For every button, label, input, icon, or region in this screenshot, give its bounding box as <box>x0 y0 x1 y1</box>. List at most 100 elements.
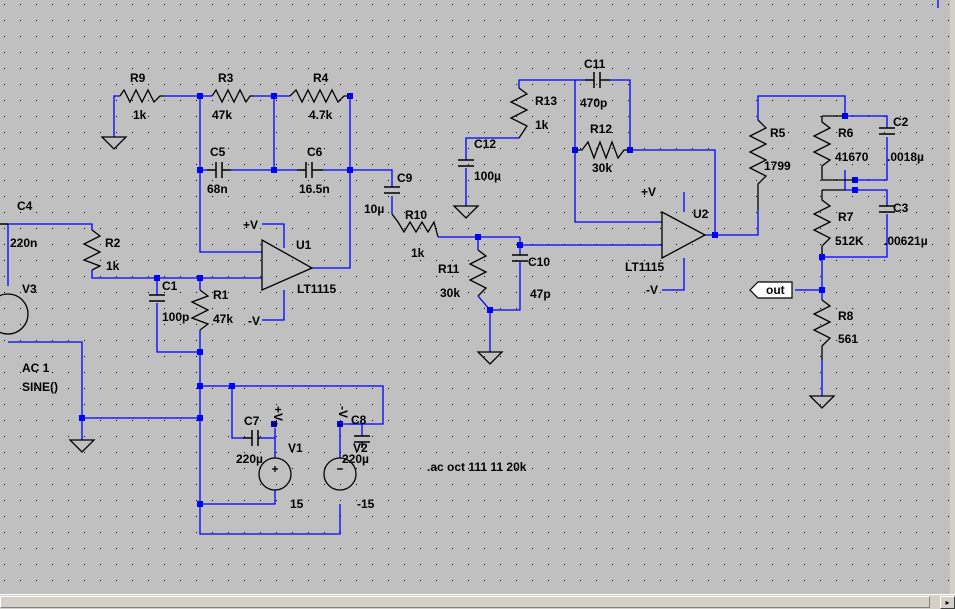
r10-name: R10 <box>405 208 427 222</box>
capacitor-c10[interactable] <box>512 254 528 262</box>
capacitor-c5[interactable] <box>207 162 231 178</box>
capacitor-c11[interactable] <box>585 72 610 88</box>
r9-value: 1k <box>133 108 147 122</box>
v1-pos-label: +V <box>271 406 285 421</box>
u1-name: U1 <box>296 238 312 252</box>
c5-value: 68n <box>207 182 228 196</box>
r7-name: R7 <box>838 210 854 224</box>
r13-name: R13 <box>535 94 557 108</box>
c11-value: 470p <box>580 96 607 110</box>
r7-value: 512K <box>835 234 864 248</box>
resistor-r9[interactable] <box>119 88 164 104</box>
resistor-r1[interactable] <box>190 289 210 331</box>
scrollbar-thumb[interactable] <box>0 596 930 608</box>
r11-value: 30k <box>440 286 460 300</box>
v3-name: V3 <box>22 282 37 296</box>
r10-value: 1k <box>411 246 425 260</box>
r6-value: 41670 <box>835 150 869 164</box>
c4-value: 220n <box>10 236 37 250</box>
resistor-r11[interactable] <box>468 249 488 297</box>
u1-neg-supply: -V <box>248 314 260 328</box>
c7-value: 220µ <box>236 452 263 466</box>
resistor-r7[interactable] <box>812 190 832 255</box>
c6-name: C6 <box>307 145 323 159</box>
r4-value: 4.7k <box>309 108 333 122</box>
c5-name: C5 <box>210 145 226 159</box>
ground-symbol <box>476 351 504 365</box>
r13-value: 1k <box>535 118 549 132</box>
r5-value: 1799 <box>764 159 791 173</box>
out-netlabel[interactable] <box>749 281 793 299</box>
capacitor-c8[interactable] <box>354 435 370 448</box>
capacitor-c6[interactable] <box>297 162 323 178</box>
capacitor-c1[interactable] <box>149 294 165 302</box>
voltage-source-v1[interactable] <box>258 457 292 491</box>
c12-name: C12 <box>474 137 496 151</box>
voltage-source-v3[interactable] <box>0 293 29 335</box>
resistor-r5[interactable] <box>748 119 768 210</box>
v1-plus: + <box>271 417 278 431</box>
u2-name: U2 <box>693 207 709 221</box>
ground-symbol <box>100 136 128 150</box>
resistor-r8[interactable] <box>812 299 832 360</box>
spice-directive[interactable]: .ac oct 111 11 20k <box>427 460 527 474</box>
u2-value: LT1115 <box>625 260 664 274</box>
capacitor-c9[interactable] <box>384 186 400 194</box>
c1-name: C1 <box>162 279 178 293</box>
c11-name: C11 <box>584 57 606 71</box>
resistor-r4[interactable] <box>289 88 350 104</box>
v1-name: V1 <box>288 441 303 455</box>
r4-name: R4 <box>313 71 329 85</box>
r8-name: R8 <box>838 309 854 323</box>
v2-neg-label: -V <box>336 406 350 418</box>
r3-value: 47k <box>212 108 232 122</box>
r5-name: R5 <box>770 126 786 140</box>
c10-value: 47p <box>530 287 551 301</box>
v1-value: 15 <box>290 497 304 511</box>
c8-name: C8 <box>351 413 367 427</box>
r2-name: R2 <box>105 236 121 250</box>
resistor-r12[interactable] <box>575 140 630 160</box>
v3-value1: AC 1 <box>22 361 50 375</box>
ground-symbol <box>68 439 96 453</box>
resistor-r6[interactable] <box>812 116 855 181</box>
r6-name: R6 <box>838 126 854 140</box>
resistor-r3[interactable] <box>211 88 254 104</box>
c3-value: .00621µ <box>884 234 928 248</box>
u2-neg-supply: -V <box>646 283 658 297</box>
v3-value2: SINE() <box>22 380 58 394</box>
c10-name: C10 <box>528 255 550 269</box>
resistor-r2[interactable] <box>82 229 102 271</box>
r9-name: R9 <box>130 71 146 85</box>
c2-value: .0018µ <box>887 150 924 164</box>
r8-value: 561 <box>838 332 858 346</box>
resistor-r13[interactable] <box>509 87 529 139</box>
v2-name: V2 <box>353 441 368 455</box>
r11-name: R11 <box>438 262 460 276</box>
schematic-canvas[interactable]: R9 1k R3 47k R4 4.7k C5 68n C6 16.5n C9 … <box>0 0 955 594</box>
r1-value: 47k <box>213 312 233 326</box>
capacitor-c12[interactable] <box>458 159 474 167</box>
vertical-scrollbar[interactable] <box>950 0 955 594</box>
v2-minus: - <box>338 417 342 431</box>
capacitor-c7[interactable] <box>243 430 260 446</box>
c4-name: C4 <box>17 199 33 213</box>
voltage-source-v2[interactable] <box>323 457 357 491</box>
ground-symbol <box>808 395 836 409</box>
capacitor-c2[interactable] <box>879 127 895 135</box>
r3-name: R3 <box>218 71 234 85</box>
opamp-u1[interactable] <box>261 238 314 291</box>
r1-name: R1 <box>213 288 229 302</box>
r12-name: R12 <box>590 122 612 136</box>
opamp-u2[interactable] <box>661 210 707 260</box>
horizontal-scrollbar[interactable]: ▸ <box>0 594 955 609</box>
out-netlabel-text: out <box>766 283 785 297</box>
resistor-r10[interactable] <box>391 213 439 238</box>
scroll-right-arrow-icon[interactable]: ▸ <box>940 596 955 609</box>
u1-value: LT1115 <box>297 282 336 296</box>
u2-pos-supply: +V <box>641 185 656 199</box>
c1-value: 100p <box>162 310 189 324</box>
r2-value: 1k <box>106 259 120 273</box>
u1-pos-supply: +V <box>243 218 258 232</box>
capacitor-c3[interactable] <box>879 205 895 213</box>
